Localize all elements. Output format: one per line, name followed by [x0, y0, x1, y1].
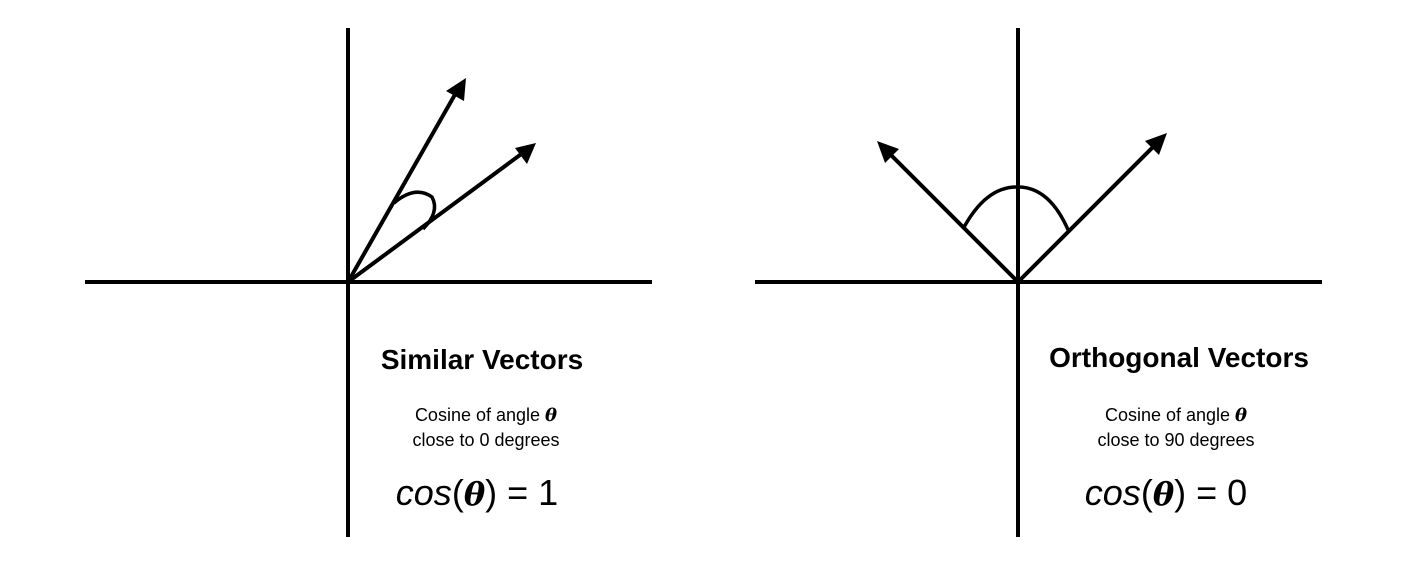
orthogonal-vectors-desc-line2: close to 90 degrees — [1097, 430, 1255, 450]
similar-vectors-desc-line1: Cosine of angle θ — [412, 403, 559, 428]
theta-symbol: θ — [1235, 405, 1248, 426]
cos-function: cos — [395, 472, 452, 513]
left-vector-a-arrowhead — [446, 78, 466, 101]
orthogonal-vectors-title: Orthogonal Vectors — [1049, 342, 1309, 373]
right-vector-b — [1016, 142, 1158, 284]
left-vector-b — [346, 150, 526, 284]
right-vector-a — [886, 150, 1020, 284]
theta-symbol: θ — [463, 475, 486, 513]
theta-symbol: θ — [1152, 475, 1175, 513]
similar-vectors-desc-prefix: Cosine of angle — [414, 405, 546, 425]
right-vector-a-arrowhead — [877, 141, 899, 163]
cos-function: cos — [1084, 472, 1141, 513]
right-angle-arc — [961, 185, 1071, 233]
similar-vectors-formula: cos(θ) = 1 — [396, 472, 558, 514]
right-vector-b-arrowhead — [1145, 133, 1167, 155]
similar-vectors-panel — [85, 28, 652, 537]
orthogonal-vectors-desc-line1: Cosine of angle θ — [1097, 403, 1254, 428]
similar-vectors-description: Cosine of angle θ close to 0 degrees — [412, 403, 559, 452]
formula-value: 0 — [1227, 472, 1248, 513]
theta-symbol: θ — [545, 405, 558, 426]
similar-vectors-desc-line2: close to 0 degrees — [412, 430, 560, 450]
similar-vectors-title: Similar Vectors — [380, 344, 584, 375]
left-vector-a — [346, 90, 459, 283]
formula-open-paren: ( — [451, 472, 464, 513]
left-angle-arc — [392, 190, 437, 231]
orthogonal-vectors-description: Cosine of angle θ close to 90 degrees — [1097, 403, 1254, 452]
left-vector-b-arrowhead — [515, 143, 536, 164]
formula-close-equals: ) = — [1174, 472, 1228, 513]
formula-open-paren: ( — [1140, 472, 1153, 513]
orthogonal-vectors-desc-prefix: Cosine of angle — [1104, 405, 1236, 425]
orthogonal-vectors-panel — [755, 28, 1322, 537]
orthogonal-vectors-formula: cos(θ) = 0 — [1085, 472, 1247, 514]
formula-value: 1 — [538, 472, 559, 513]
formula-close-equals: ) = — [485, 472, 539, 513]
